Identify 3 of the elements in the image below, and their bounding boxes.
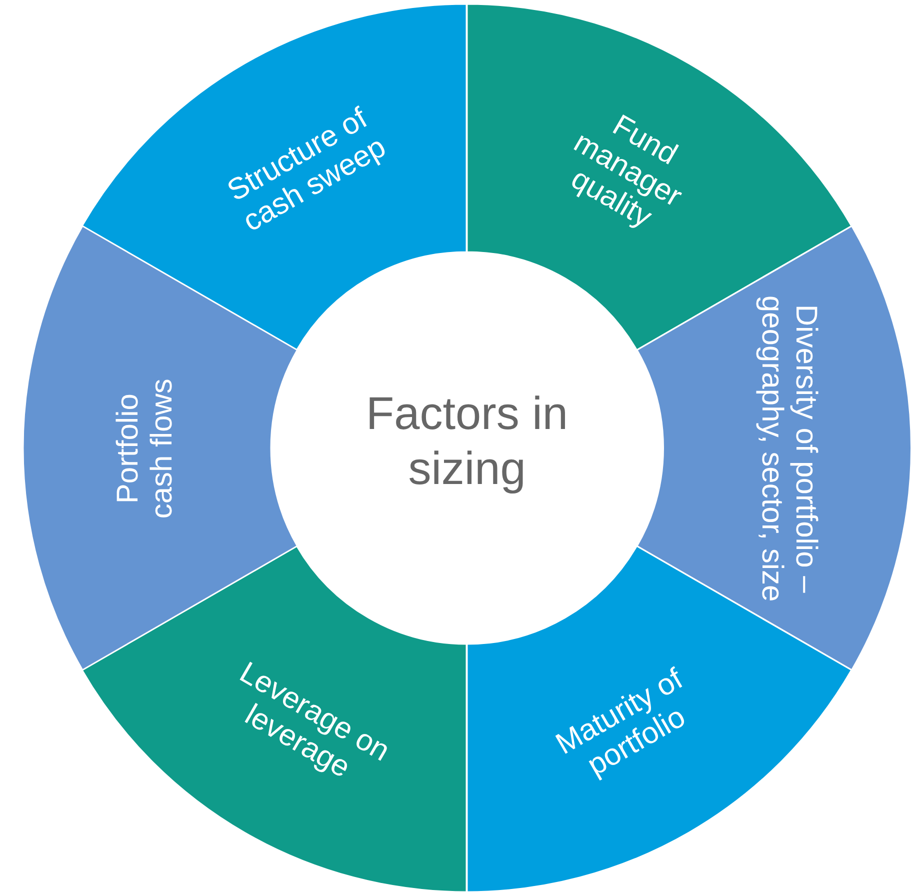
center-label: Factors in sizing bbox=[365, 386, 569, 496]
segment-label: Portfolio cash flows bbox=[111, 377, 179, 520]
segment-label: Diversity of portfolio – geography, sector, size bbox=[755, 294, 823, 604]
